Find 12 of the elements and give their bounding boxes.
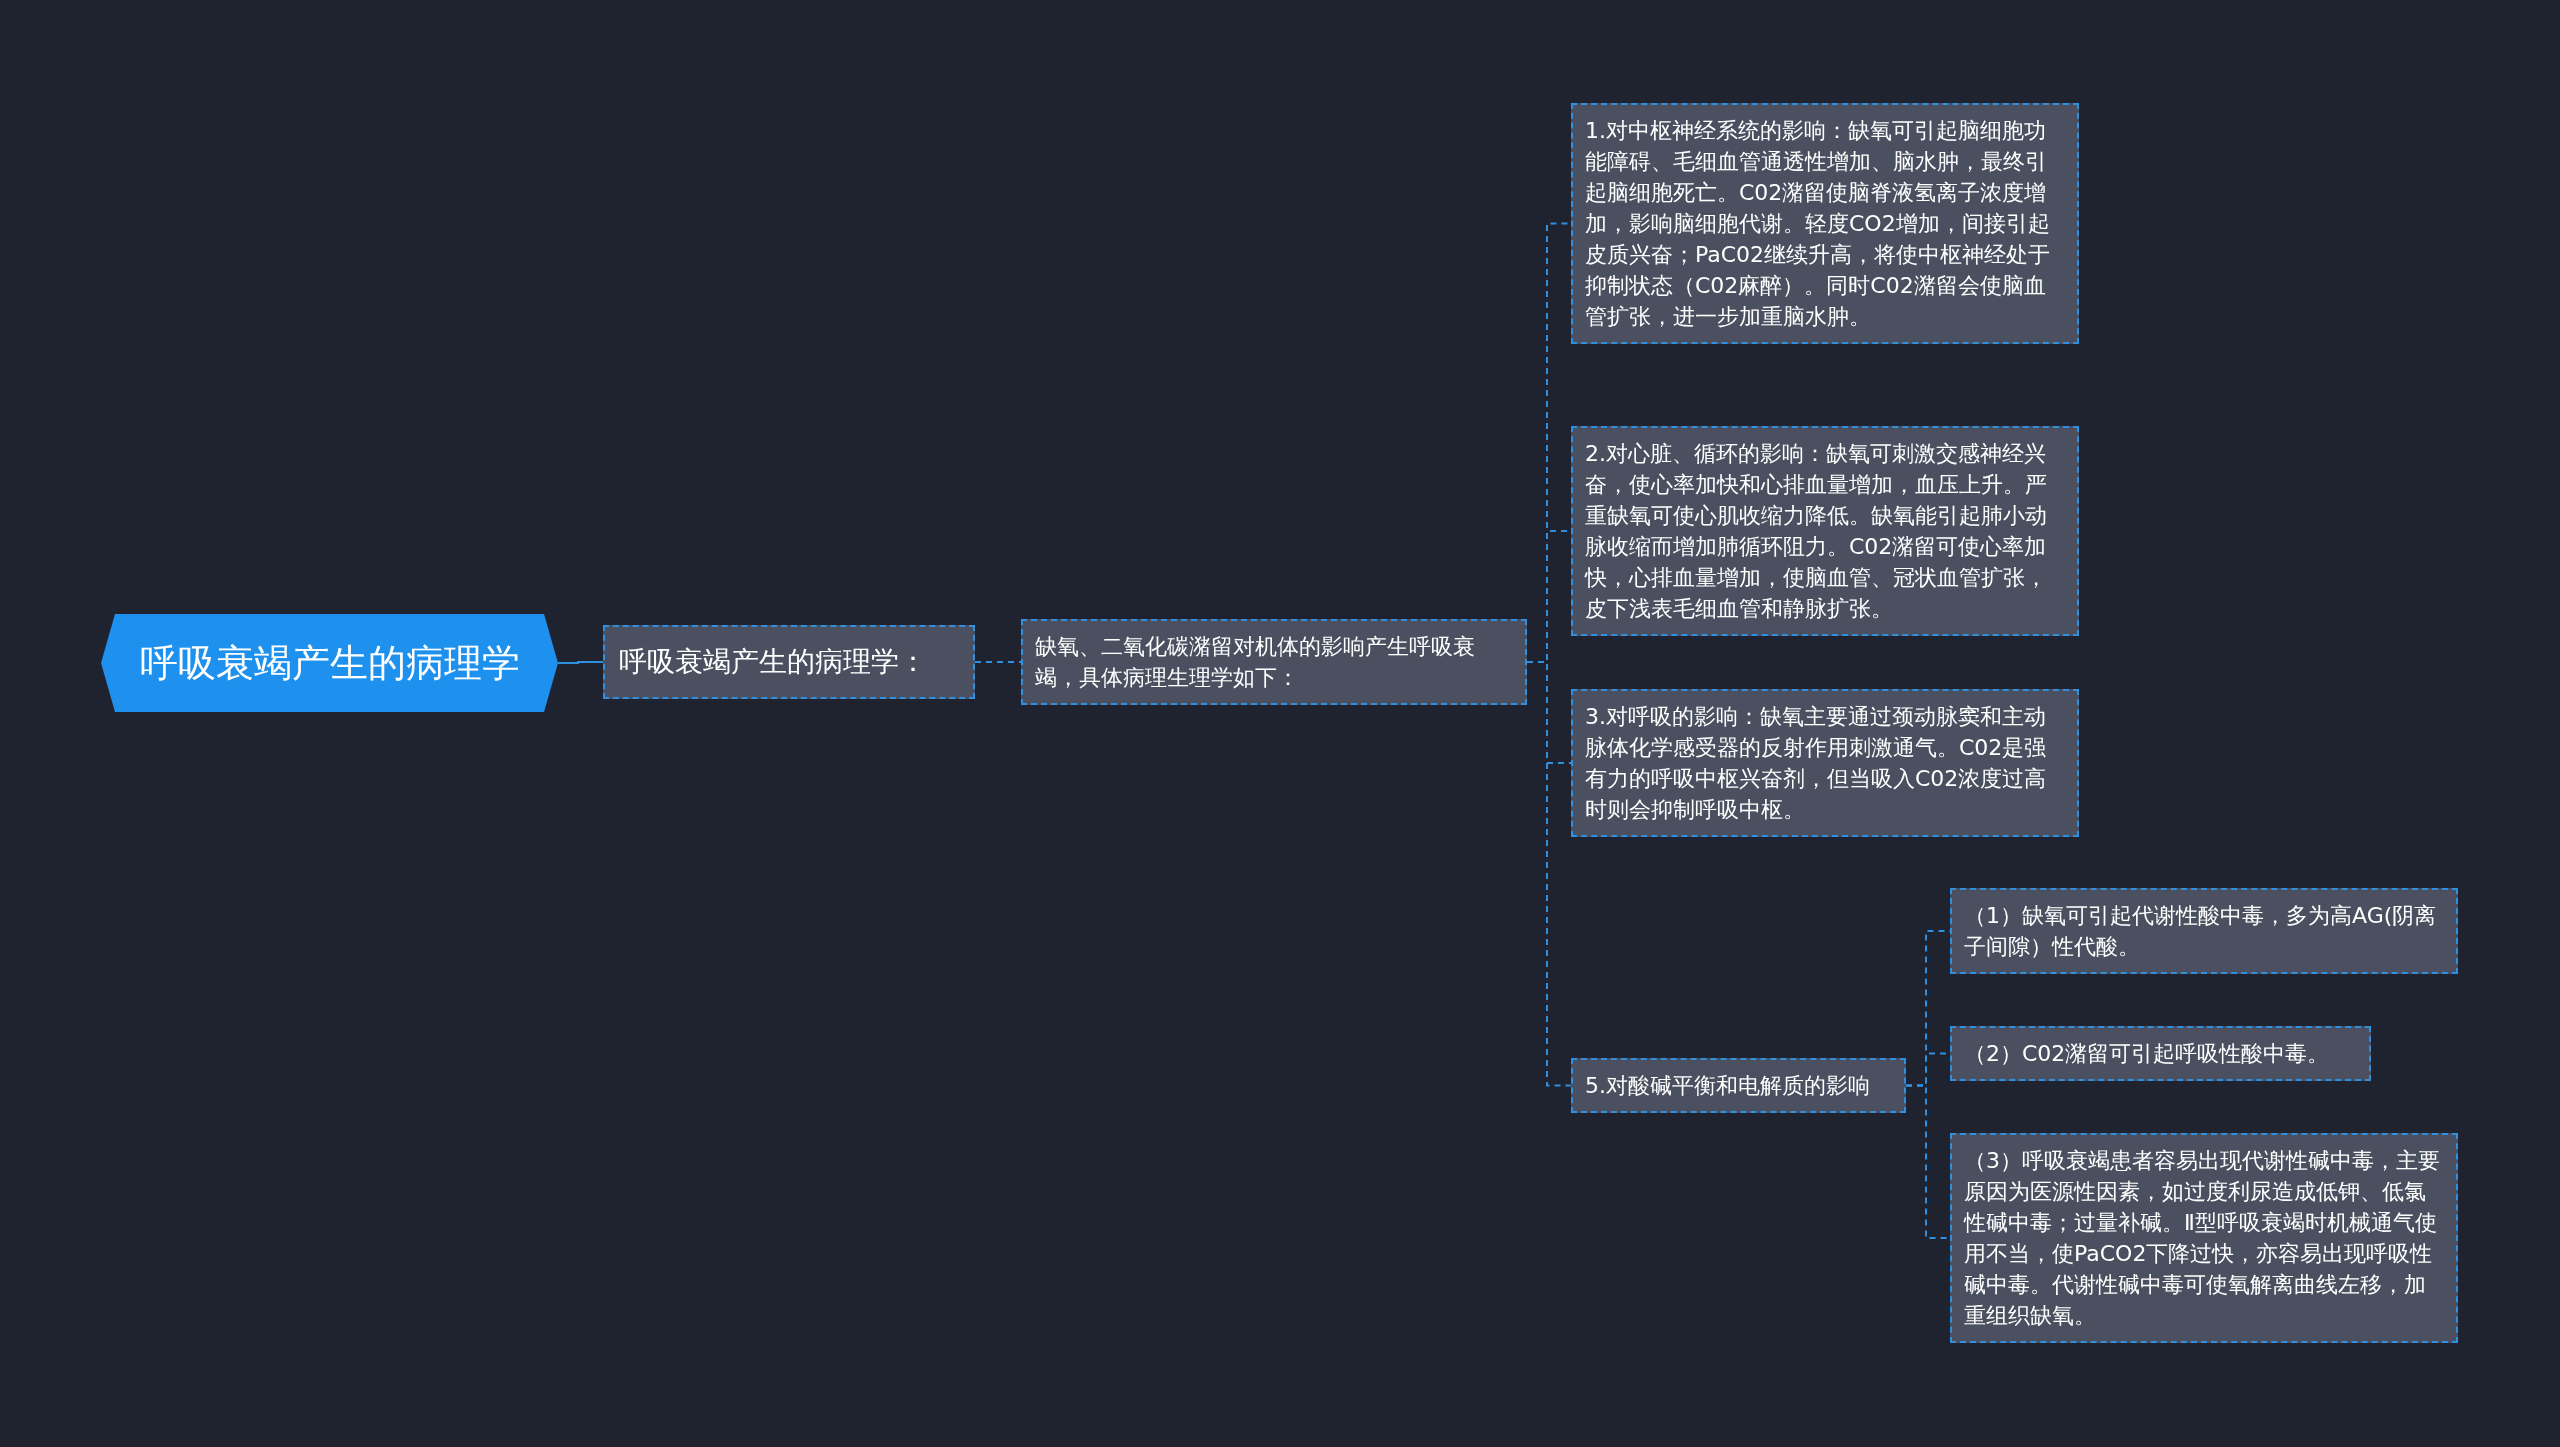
- topic-box: 1.对中枢神经系统的影响：缺氧可引起脑细胞功能障碍、毛细血管通透性增加、脑水肿，最终引起脑细胞死亡。C02潴留使脑脊液氢离子浓度增加，影响脑细胞代谢。轻度CO2增加，间接引起皮质兴奋；PaC02继续升高，将使中枢神经处于抑制状态（C02麻醉）。同时C02潴留会使脑血管扩张，进一步加重脑水肿。: [1571, 103, 2079, 344]
- topic-box: （1）缺氧可引起代谢性酸中毒，多为高AG(阴离子间隙）性代酸。: [1950, 888, 2458, 974]
- topic-box: 5.对酸碱平衡和电解质的影响: [1571, 1058, 1906, 1113]
- topic-box: 2.对心脏、循环的影响：缺氧可刺激交感神经兴奋，使心率加快和心排血量增加，血压上升。严重缺氧可使心肌收缩力降低。缺氧能引起肺小动脉收缩而增加肺循环阻力。C02潴留可使心率加快，心排血量增加，使脑血管、冠状血管扩张，皮下浅表毛细血管和静脉扩张。: [1571, 426, 2079, 636]
- topic-box: 3.对呼吸的影响：缺氧主要通过颈动脉窦和主动脉体化学感受器的反射作用刺激通气。C02是强有力的呼吸中枢兴奋剂，但当吸入C02浓度过高时则会抑制呼吸中枢。: [1571, 689, 2079, 837]
- connector-line: [557, 661, 604, 664]
- root-topic: 呼吸衰竭产生的病理学: [139, 639, 520, 687]
- topic-box: 呼吸衰竭产生的病理学：: [603, 625, 975, 699]
- connector-line: [974, 661, 1022, 663]
- topic-box: （3）呼吸衰竭患者容易出现代谢性碱中毒，主要原因为医源性因素，如过度利尿造成低钾、低氯性碱中毒；过量补碱。Ⅱ型呼吸衰竭时机械通气使用不当，使PaCO2下降过快，亦容易出现呼吸性碱中毒。代谢性碱中毒可使氧解离曲线左移，加重组织缺氧。: [1950, 1133, 2458, 1343]
- topic-box: 缺氧、二氧化碳潴留对机体的影响产生呼吸衰竭，具体病理生理学如下：: [1021, 619, 1527, 705]
- topic-box: （2）C02潴留可引起呼吸性酸中毒。: [1950, 1026, 2371, 1081]
